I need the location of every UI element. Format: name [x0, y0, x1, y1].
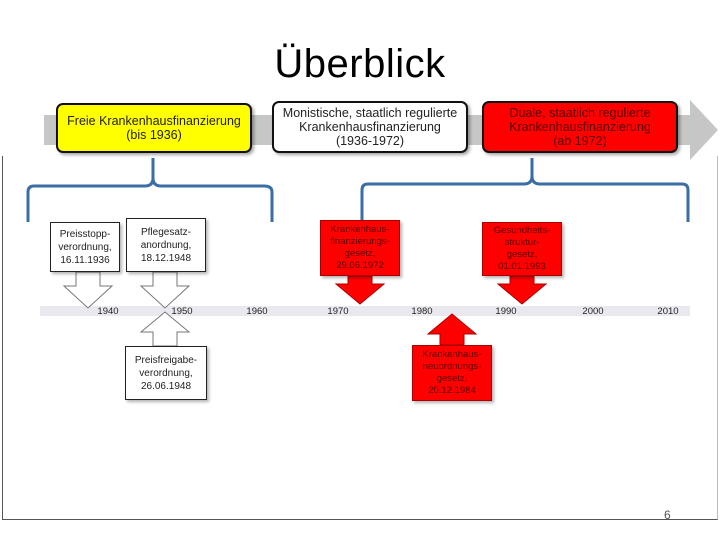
phase-free: Freie Krankenhausfinanzierung (bis 1936) — [56, 103, 252, 153]
brace-dual — [360, 158, 690, 222]
tick-1990: 1990 — [495, 306, 517, 317]
arrow-gsg — [496, 275, 548, 305]
tick-2010: 2010 — [657, 306, 679, 317]
arrow-preisfreigabe — [139, 311, 191, 347]
event-preisfreigabe: Preisfreigabe- verordnung, 26.06.1948 — [125, 346, 207, 400]
event-khg: Krankenhaus- finanzierungs- gesetz, 29.0… — [320, 220, 400, 276]
content-frame — [2, 156, 718, 520]
tick-2000: 2000 — [582, 306, 604, 317]
timeline-band — [40, 306, 690, 316]
phase-dual: Duale, staatlich regulierte Krankenhausf… — [482, 101, 678, 153]
brace-free — [26, 158, 274, 222]
arrow-pflegesatz — [139, 271, 191, 309]
event-gsg: Gesundheits- struktur- gesetz, 01.01.199… — [482, 222, 562, 276]
tick-1940: 1940 — [97, 306, 119, 317]
phase-monistic: Monistische, staatlich regulierte Kranke… — [272, 101, 468, 153]
tick-1980: 1980 — [411, 306, 433, 317]
event-khng: Krankenhaus- neuordnungs- gesetz, 20.12.… — [412, 345, 492, 401]
tick-1970: 1970 — [327, 306, 349, 317]
slide-title: Überblick — [274, 42, 446, 86]
event-pflegesatz: Pflegesatz- anordnung, 18.12.1948 — [126, 218, 206, 272]
tick-1950: 1950 — [171, 306, 193, 317]
arrow-khng — [426, 313, 478, 346]
arrow-khg — [334, 275, 386, 305]
page-number: 6 — [664, 508, 671, 522]
event-preisstopp: Preisstopp- verordnung, 16.11.1936 — [50, 222, 120, 272]
tick-1960: 1960 — [246, 306, 268, 317]
arrow-preisstopp — [62, 271, 114, 309]
